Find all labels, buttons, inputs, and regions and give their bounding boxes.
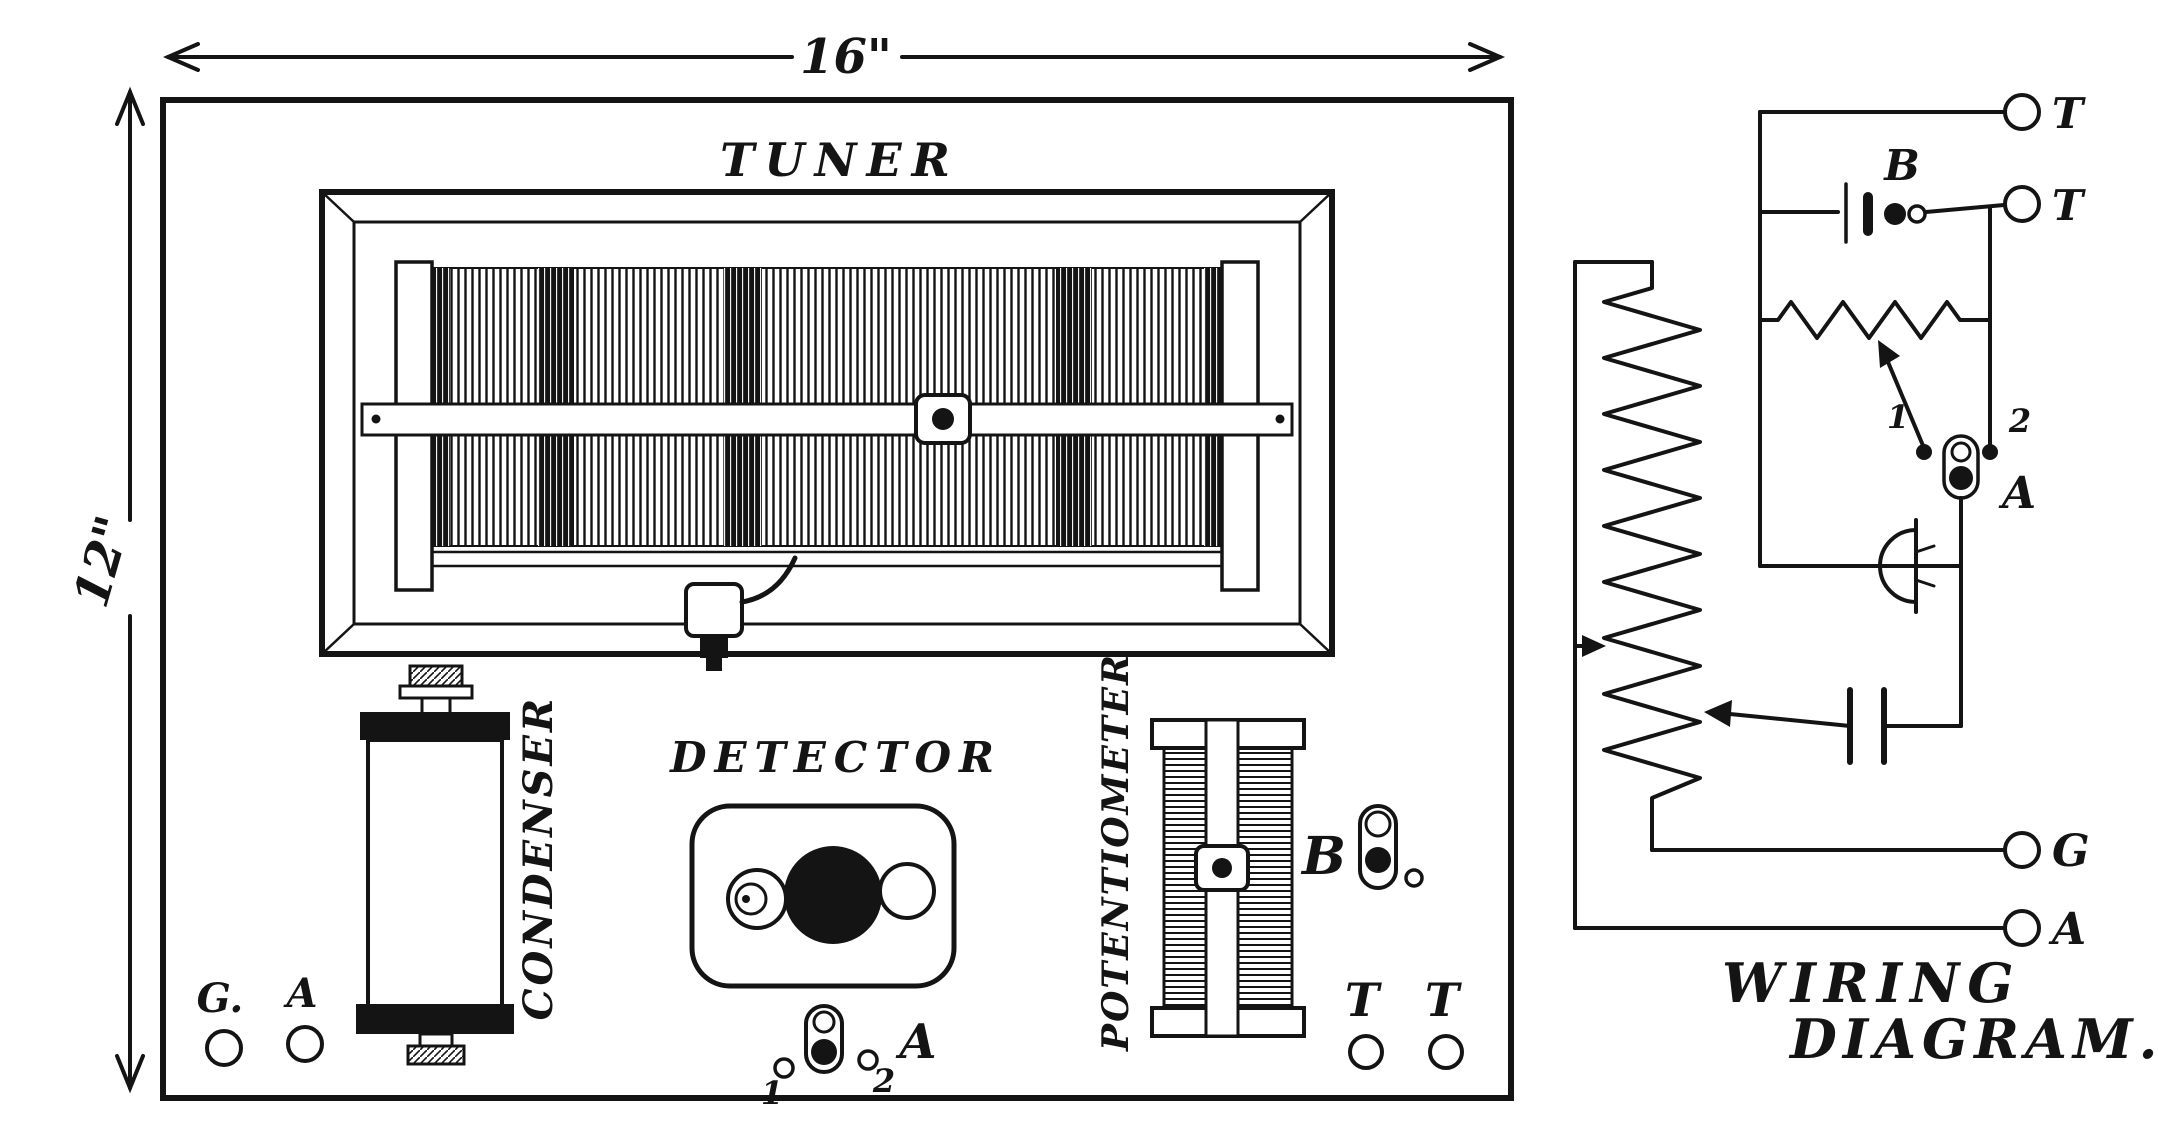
tuner-slider-bar: [360, 402, 1294, 437]
terminal-g-label: G.: [197, 975, 244, 1022]
terminal-t1-post: [1348, 1034, 1384, 1070]
wiring-battery-label: B: [1883, 141, 1920, 190]
tuner-binding-post-screw: [700, 636, 728, 658]
wiring-wiper-arrow: [1878, 340, 1900, 368]
terminal-a-label: A: [282, 970, 317, 1017]
detector-cup-inner: [734, 882, 768, 916]
width-dimension-label: 16": [800, 29, 892, 85]
switch-a-contact1-post: [773, 1057, 795, 1079]
tuner-binding-post-tip: [706, 658, 722, 671]
tuner-slider-end-left: [371, 414, 381, 424]
switch-a-contact1-label: 1: [761, 1074, 783, 1112]
wiring-switch-top: [1950, 441, 1972, 463]
switch-a-contact2-label: 2: [872, 1062, 895, 1100]
wiring-contact2-dot: [1982, 444, 1998, 460]
wiring-contact1-label: 1: [1887, 398, 1909, 436]
wiring-coil: [1602, 260, 1702, 852]
width-dim-arrow-right: [1468, 42, 1506, 72]
wiring-battery-ring: [1907, 204, 1927, 224]
width-dim-arrow-left: [162, 42, 200, 72]
panel-terminals: G. A T T: [197, 970, 1464, 1070]
tuner-lead-wire: [739, 555, 798, 605]
tuner-binding-post: [684, 582, 744, 638]
wiring-battery-dot: [1884, 203, 1906, 225]
detector-right-post: [878, 862, 936, 920]
condenser-bottom-knob: [406, 1044, 466, 1066]
wiring-caption-line1: WIRING: [1722, 951, 2022, 1015]
switch-a-top: [812, 1010, 836, 1034]
wiring-contact1-dot: [1916, 444, 1932, 460]
switch-b-contact-post: [1404, 868, 1424, 888]
wiring-terminal-a: [2003, 909, 2041, 947]
wiring-capacitor-lead-left: [1728, 712, 1852, 728]
wiring-t2-label: T: [2052, 181, 2086, 230]
tuner-slider-knob-dot: [932, 408, 954, 430]
condenser-bottom-neck: [418, 1032, 454, 1048]
wiring-wiper-lead: [1886, 360, 1926, 450]
switch-a-knob: [811, 1039, 837, 1065]
tuner: TUNER: [319, 133, 1335, 671]
condenser-top-neck: [420, 696, 452, 716]
terminal-g-post: [205, 1029, 243, 1067]
wiring-detector-tick1: [1914, 544, 1936, 554]
terminal-t2-post: [1428, 1034, 1464, 1070]
tuner-bottom-rail: [394, 550, 1260, 568]
wiring-detector-tick2: [1914, 578, 1936, 588]
terminal-t1-label: T: [1345, 973, 1383, 1027]
switch-a-label: A: [895, 1014, 936, 1070]
wiring-battery-lead-right: [1924, 203, 2006, 214]
dimension-lines: [115, 42, 1506, 1094]
switch-a-contact2-post: [857, 1049, 879, 1071]
wiring-tap1-arrow: [1582, 635, 1606, 657]
condenser: CONDENSER: [356, 664, 562, 1066]
condenser-label: CONDENSER: [515, 696, 562, 1021]
wiring-caption-line2: DIAGRAM.: [1788, 1007, 2158, 1071]
potentiometer: POTENTIOMETER: [1095, 653, 1306, 1052]
condenser-top-knob: [408, 664, 464, 688]
wiring-tap2-arrow: [1704, 700, 1732, 727]
wiring-switch-label: A: [1998, 468, 2036, 519]
detector-label: DETECTOR: [669, 733, 1002, 782]
wiring-t1-label: T: [2052, 89, 2086, 138]
height-dim-arrow-bottom: [115, 1054, 145, 1094]
tuner-slider-end-right: [1275, 414, 1285, 424]
wiring-switch-knob: [1949, 466, 1973, 490]
wiring-terminal-g: [2003, 831, 2041, 869]
potentiometer-knob-dot: [1212, 858, 1232, 878]
switch-b-knob: [1365, 847, 1391, 873]
switch-b-label: B: [1300, 826, 1346, 887]
detector: DETECTOR: [669, 733, 1002, 989]
tuner-label: TUNER: [720, 133, 960, 187]
wiring-contact2-label: 2: [2008, 402, 2031, 440]
terminal-t2-label: T: [1425, 973, 1463, 1027]
wiring-g-label: G: [2052, 826, 2090, 877]
wiring-a-label: A: [2048, 904, 2086, 955]
wiring-terminal-t1: [2003, 93, 2041, 131]
wiring-detector-arc: [1878, 528, 1918, 604]
height-dim-arrow-top: [115, 86, 145, 126]
switch-b-top: [1364, 810, 1392, 838]
wiring-resistor: [1758, 300, 1992, 340]
wiring-terminal-t2: [2003, 185, 2041, 223]
switch-b: B: [1300, 804, 1424, 890]
condenser-bottom-cap: [356, 1004, 514, 1034]
tuner-frame-mitres: [321, 191, 1333, 655]
condenser-top-flange: [398, 684, 474, 700]
potentiometer-label: POTENTIOMETER: [1095, 653, 1137, 1052]
switch-a: 1 2 A: [761, 1004, 937, 1112]
detector-crystal: [784, 846, 882, 944]
wiring-diagram: [1573, 93, 2041, 947]
wiring-labels: T T B 1 2 A G A WIRING DIAGRAM.: [1722, 89, 2158, 1071]
terminal-a-post: [286, 1025, 324, 1063]
condenser-top-cap: [360, 712, 510, 740]
detector-cup-dot: [742, 895, 750, 903]
condenser-body: [366, 738, 504, 1008]
height-dimension-label: 12": [63, 510, 142, 614]
